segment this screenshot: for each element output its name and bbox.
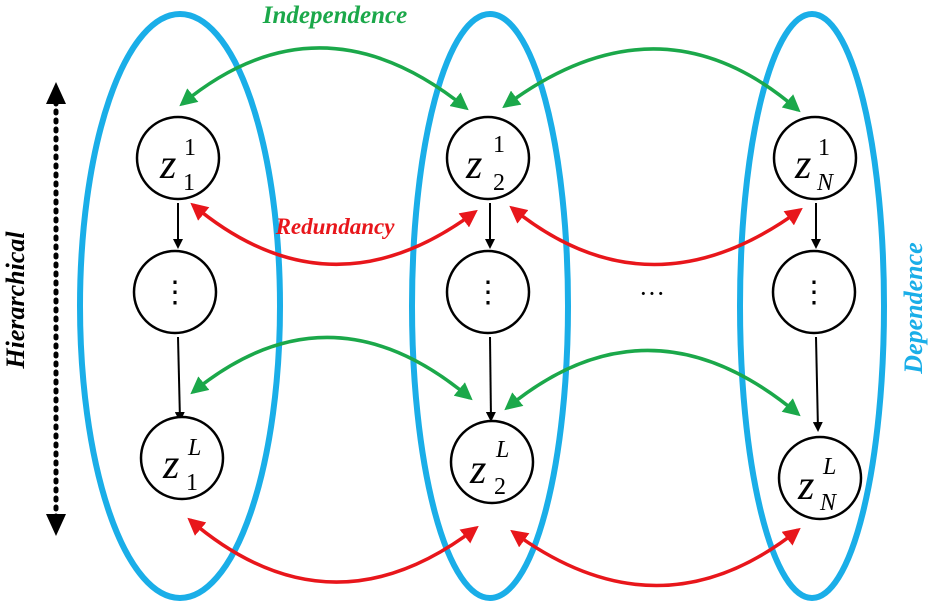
node-z-N-L: z L N — [777, 435, 863, 521]
redundancy-arc-top-2-N — [509, 205, 803, 267]
node-z-2-mid: ⋮ — [445, 249, 531, 335]
group-ellipse-1 — [77, 11, 283, 601]
svg-text:2: 2 — [493, 170, 505, 196]
svg-text:z: z — [797, 463, 814, 509]
node-z-2-1: z 1 2 — [445, 115, 531, 201]
edge-N-mid-bottom — [812, 336, 823, 432]
svg-text:z: z — [465, 142, 482, 188]
independence-arc-top-1-2 — [179, 46, 469, 111]
svg-text:L: L — [495, 437, 509, 463]
redundancy-arc-top-1-2 — [190, 202, 478, 267]
node-z-N-1: z 1 N — [772, 115, 858, 201]
svg-text:z: z — [794, 142, 811, 188]
svg-text:N: N — [816, 170, 835, 196]
svg-text:L: L — [822, 454, 836, 480]
node-z-2-L: z L 2 — [449, 419, 535, 505]
group-ellipse-2 — [409, 11, 571, 601]
svg-text:1: 1 — [818, 135, 830, 161]
svg-text:⋮: ⋮ — [799, 276, 829, 309]
svg-text:N: N — [819, 490, 838, 516]
redundancy-arc-bottom-2-N — [510, 527, 801, 588]
svg-text:⋮: ⋮ — [473, 276, 503, 309]
independence-arc-bottom-2-N — [504, 348, 801, 417]
svg-text:⋮: ⋮ — [160, 276, 190, 309]
svg-text:z: z — [159, 142, 176, 188]
redundancy-arc-bottom-1-2 — [187, 517, 479, 584]
svg-text:1: 1 — [493, 132, 505, 158]
dependence-label: Dependence — [899, 242, 928, 374]
hierarchical-axis-top-arrowhead — [46, 82, 66, 104]
node-z-1-1: z 1 1 — [135, 115, 221, 201]
svg-text:1: 1 — [186, 470, 198, 496]
svg-text:2: 2 — [494, 474, 506, 500]
hierarchical-axis-bottom-arrowhead — [46, 514, 66, 536]
node-z-1-mid: ⋮ — [132, 249, 218, 335]
between-columns-ellipsis: ··· — [639, 279, 665, 308]
svg-text:1: 1 — [183, 170, 195, 196]
edge-2-mid-bottom — [485, 336, 496, 422]
node-z-N-mid: ⋮ — [771, 249, 857, 335]
independence-label: Independence — [262, 2, 407, 29]
group-ellipse-N — [737, 11, 887, 601]
edge-1-mid-bottom — [174, 336, 185, 422]
hierarchical-label: Hierarchical — [1, 231, 30, 370]
svg-text:z: z — [469, 447, 486, 493]
svg-text:z: z — [162, 442, 179, 488]
node-z-1-L: z L 1 — [139, 415, 225, 501]
svg-text:L: L — [187, 435, 201, 461]
independence-arc-bottom-1-2 — [190, 335, 473, 401]
svg-text:1: 1 — [184, 135, 196, 161]
redundancy-label: Redundancy — [275, 214, 396, 239]
independence-arc-top-2-N — [502, 47, 801, 113]
